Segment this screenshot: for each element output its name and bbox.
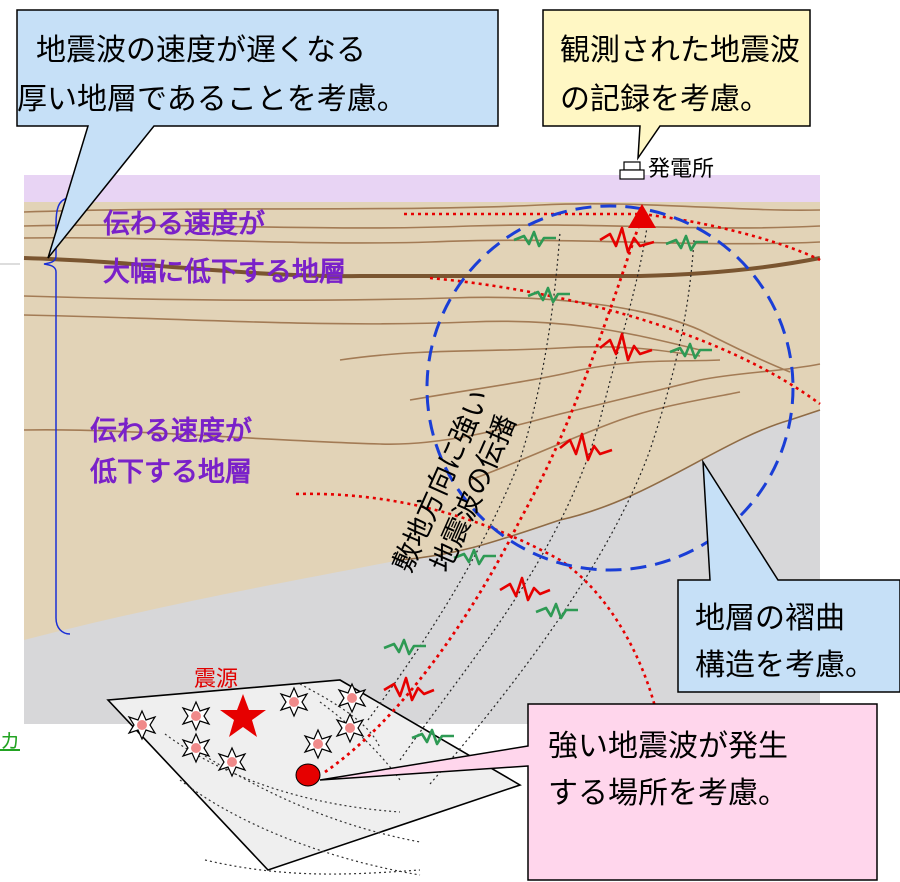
asperity-bursts <box>127 682 367 778</box>
callout-fold-structure: 地層の褶曲 構造を考慮。 <box>677 459 900 693</box>
callout-observed-line2: の記録を考慮。 <box>560 82 770 117</box>
ground-section <box>23 175 821 724</box>
layer-weak-line2: 低下する地層 <box>89 457 252 488</box>
building-icon <box>619 161 645 180</box>
power-plant-label: 発電所 <box>648 157 714 182</box>
layer-strong-line1: 伝わる速度が <box>103 208 265 240</box>
strong-source-dot <box>295 763 321 787</box>
depth-bracket <box>43 197 71 635</box>
seismograms <box>383 226 712 746</box>
callout-fold-line2: 構造を考慮。 <box>695 648 875 683</box>
callout-observed-line1: 観測された地震波 <box>560 33 800 68</box>
major-boundary <box>23 256 821 279</box>
layer-boundaries <box>23 202 821 481</box>
callout-thick-layer-line1: 地震波の速度が遅くなる <box>36 33 366 68</box>
callout-thick-layer-line2: 厚い地層であることを考慮。 <box>17 82 407 117</box>
hypocenter-label: 震源 <box>194 667 238 692</box>
plant-triangle-icon <box>628 204 656 228</box>
hypocenter-star-icon <box>220 694 266 737</box>
layer-strong-line2: 大幅に低下する地層 <box>103 257 346 288</box>
bedrock-boundary <box>399 409 821 561</box>
callout-fold-line1: 地層の褶曲 <box>695 601 845 636</box>
edge-link-text[interactable]: カ <box>0 729 20 753</box>
surface-band <box>24 175 820 202</box>
red-leaders <box>295 212 821 761</box>
sediment-layer <box>24 200 820 640</box>
callout-observed-records: 観測された地震波 の記録を考慮。 <box>542 9 811 161</box>
callout-source-line1: 強い地震波が発生 <box>548 729 788 764</box>
focus-circle <box>425 204 795 572</box>
callout-thick-layer: 地震波の速度が遅くなる 厚い地層であることを考慮。 <box>16 9 499 259</box>
callout-source-line2: する場所を考慮。 <box>548 776 788 811</box>
callout-strong-source: 強い地震波が発生 する場所を考慮。 <box>319 703 878 881</box>
layer-weak-line1: 伝わる速度が <box>90 415 252 447</box>
